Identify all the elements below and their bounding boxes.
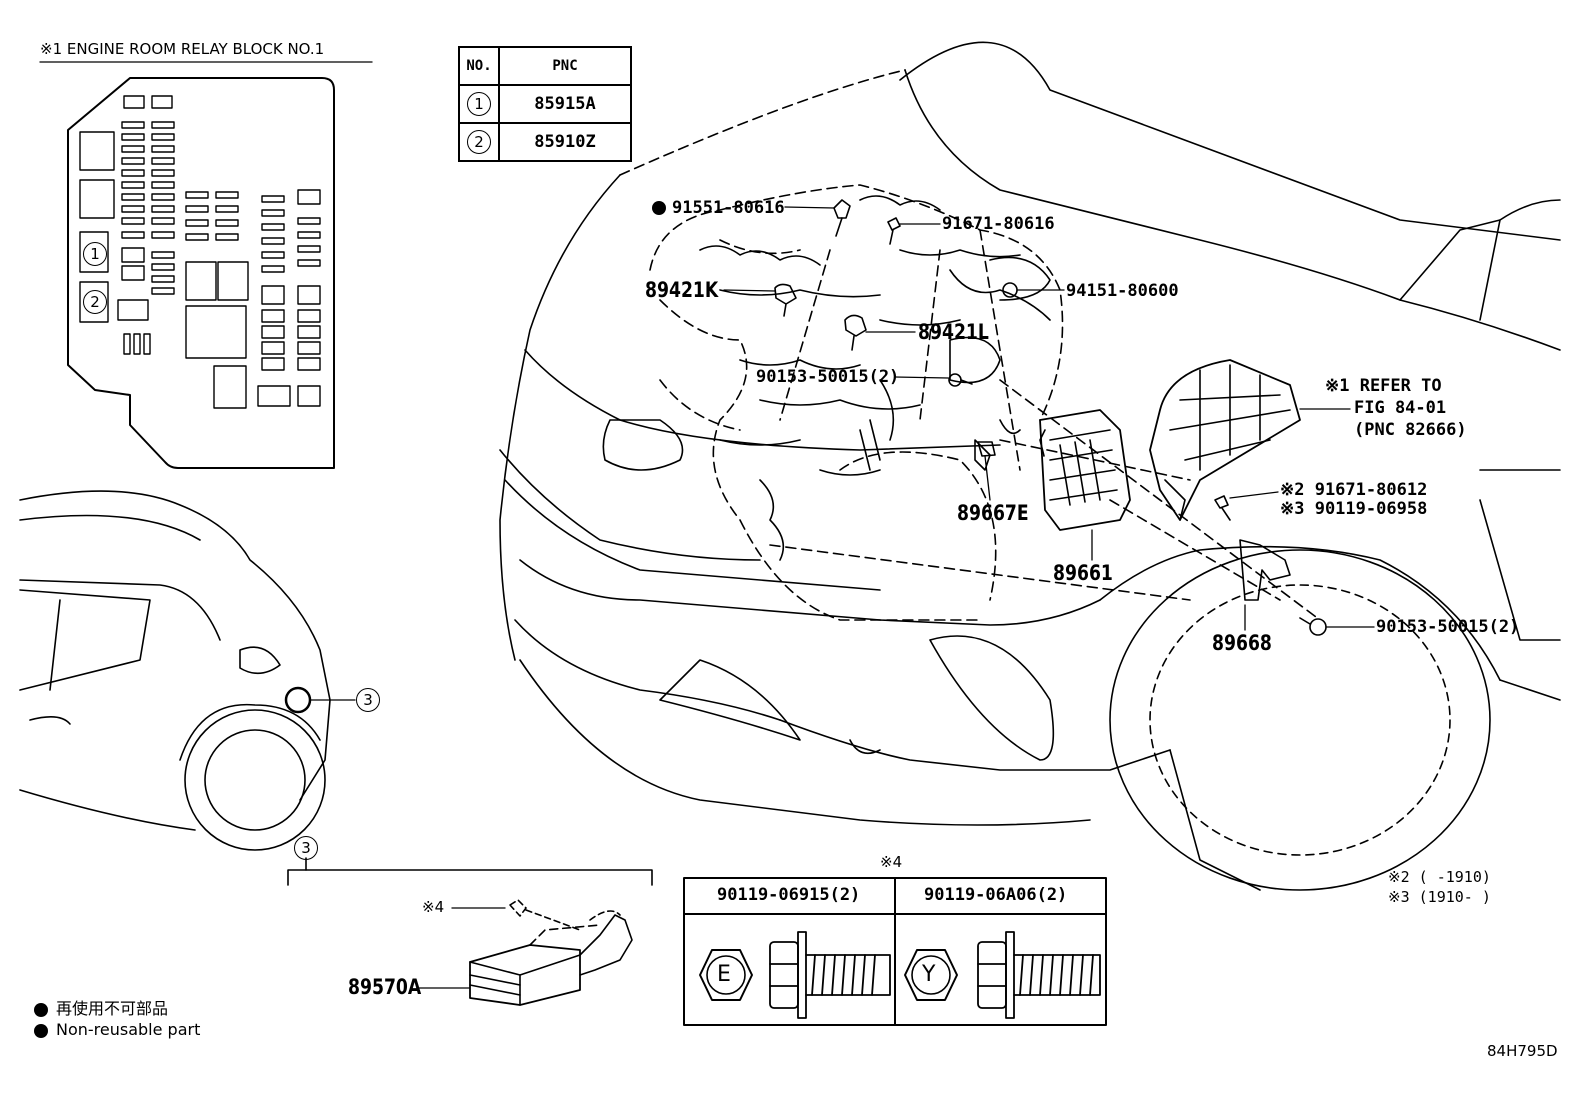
pnc-row-no: 2 bbox=[458, 122, 500, 162]
callout-90119-06958: ※3 90119-06958 bbox=[1280, 499, 1428, 519]
marker-3-detail: 3 bbox=[294, 836, 318, 860]
refer-note-line-1: ※1 REFER TO bbox=[1325, 376, 1442, 396]
bolt-mark-y: Y bbox=[922, 962, 936, 987]
pnc-row-value: 85915A bbox=[498, 84, 632, 124]
callout-89668: 89668 bbox=[1212, 631, 1272, 655]
callout-89421l: 89421L bbox=[918, 320, 989, 344]
callout-91671-80612: ※2 91671-80612 bbox=[1280, 480, 1428, 500]
callout-90153-50015-upper: 90153-50015(2) bbox=[756, 367, 900, 387]
callout-89421k: 89421K bbox=[645, 278, 719, 302]
bolt-table-title: ※4 bbox=[880, 853, 903, 871]
callout-91551-80616: 91551-80616 bbox=[672, 198, 785, 218]
callout-89570a: 89570A bbox=[348, 975, 422, 999]
note-3-range: ※3 (1910- ) bbox=[1388, 888, 1491, 906]
relay-marker-1: 1 bbox=[83, 242, 107, 266]
refer-note-line-3: (PNC 82666) bbox=[1354, 420, 1467, 440]
bolt-col-2-pnc: 90119-06A06(2) bbox=[924, 885, 1068, 905]
pnc-row-no: 1 bbox=[458, 84, 500, 124]
note4-bolt-ref: ※4 bbox=[422, 898, 445, 916]
non-reusable-dot-icon bbox=[34, 1002, 48, 1017]
non-reusable-dot-icon bbox=[34, 1023, 48, 1038]
bolt-mark-e: E bbox=[717, 962, 731, 987]
relay-marker-2: 2 bbox=[83, 290, 107, 314]
callout-94151-80600: 94151-80600 bbox=[1066, 281, 1179, 301]
pnc-row-value: 85910Z bbox=[498, 122, 632, 162]
pnc-header-no: NO. bbox=[458, 46, 500, 86]
callout-91671-80616: 91671-80616 bbox=[942, 214, 1055, 234]
pnc-header-pnc: PNC bbox=[498, 46, 632, 86]
refer-note-line-2: FIG 84-01 bbox=[1354, 398, 1447, 418]
note-2-range: ※2 ( -1910) bbox=[1388, 868, 1491, 886]
marker-3-car: 3 bbox=[356, 688, 380, 712]
legend-english: Non-reusable part bbox=[34, 1020, 200, 1039]
pnc-table: NO. PNC 1 85915A 2 85910Z bbox=[458, 46, 632, 162]
legend-japanese: 再使用不可部品 bbox=[34, 995, 168, 1019]
callout-89661: 89661 bbox=[1053, 561, 1113, 585]
figure-id: 84H795D bbox=[1487, 1042, 1558, 1060]
relay-block-title: ※1 ENGINE ROOM RELAY BLOCK NO.1 bbox=[40, 40, 325, 58]
bolt-col-1-pnc: 90119-06915(2) bbox=[717, 885, 861, 905]
callout-89667e: 89667E bbox=[957, 501, 1029, 525]
callout-90153-50015-lower: 90153-50015(2) bbox=[1376, 617, 1520, 637]
